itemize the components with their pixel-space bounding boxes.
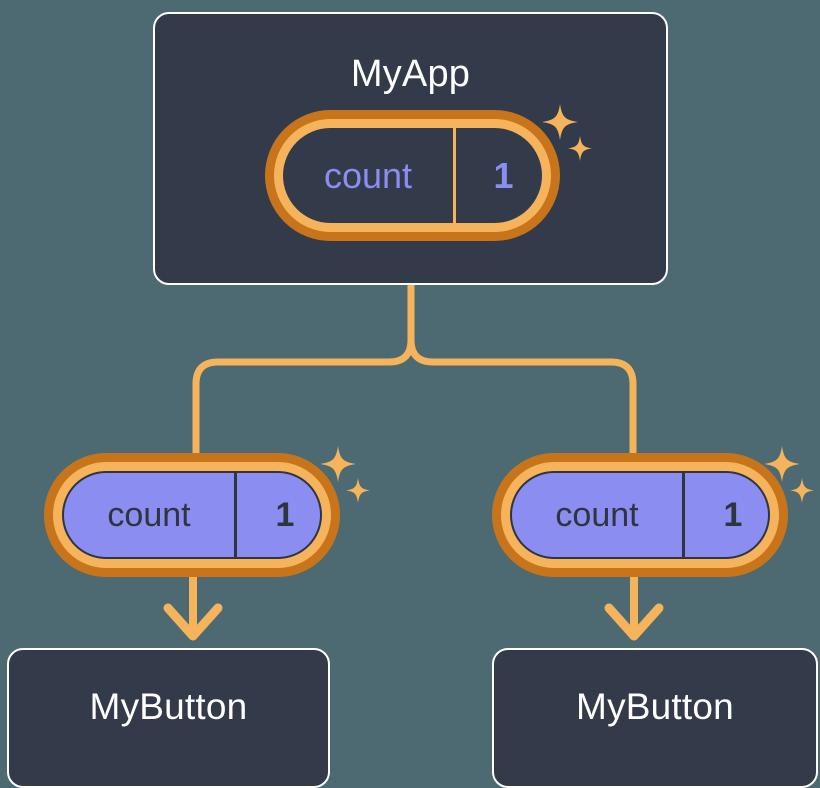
branch-connector-icon xyxy=(407,281,637,470)
state-key: count xyxy=(555,495,639,534)
state-pill-child-right[interactable]: count 1 xyxy=(492,453,788,577)
component-title-mybutton: MyButton xyxy=(89,686,248,727)
state-pill-inner: count 1 xyxy=(510,471,770,559)
state-value: 1 xyxy=(453,128,542,223)
state-pill-inner: count 1 xyxy=(283,128,542,223)
component-title-mybutton: MyButton xyxy=(576,686,734,727)
state-pill-child-left[interactable]: count 1 xyxy=(44,453,340,577)
state-value: 1 xyxy=(682,473,768,557)
state-pill-root[interactable]: count 1 xyxy=(265,110,560,241)
state-pill-inner: count 1 xyxy=(62,471,322,559)
component-card-mybutton-left[interactable]: MyButton xyxy=(7,648,330,788)
diagram-canvas: MyApp count 1 count 1 MyButton count 1 xyxy=(7,12,818,788)
state-key: count xyxy=(107,495,191,534)
arrow-down-left xyxy=(163,575,223,641)
branch-connector-left-icon xyxy=(192,336,415,470)
component-card-mybutton-right[interactable]: MyButton xyxy=(492,648,818,788)
sparkle-small-icon xyxy=(346,478,370,503)
arrow-down-icon xyxy=(163,603,223,641)
sparkle-small-icon xyxy=(790,478,814,503)
component-title-myapp: MyApp xyxy=(350,53,471,95)
state-key: count xyxy=(323,154,413,196)
arrow-down-icon xyxy=(604,603,664,641)
state-value: 1 xyxy=(234,473,320,557)
arrow-down-right xyxy=(604,575,664,641)
